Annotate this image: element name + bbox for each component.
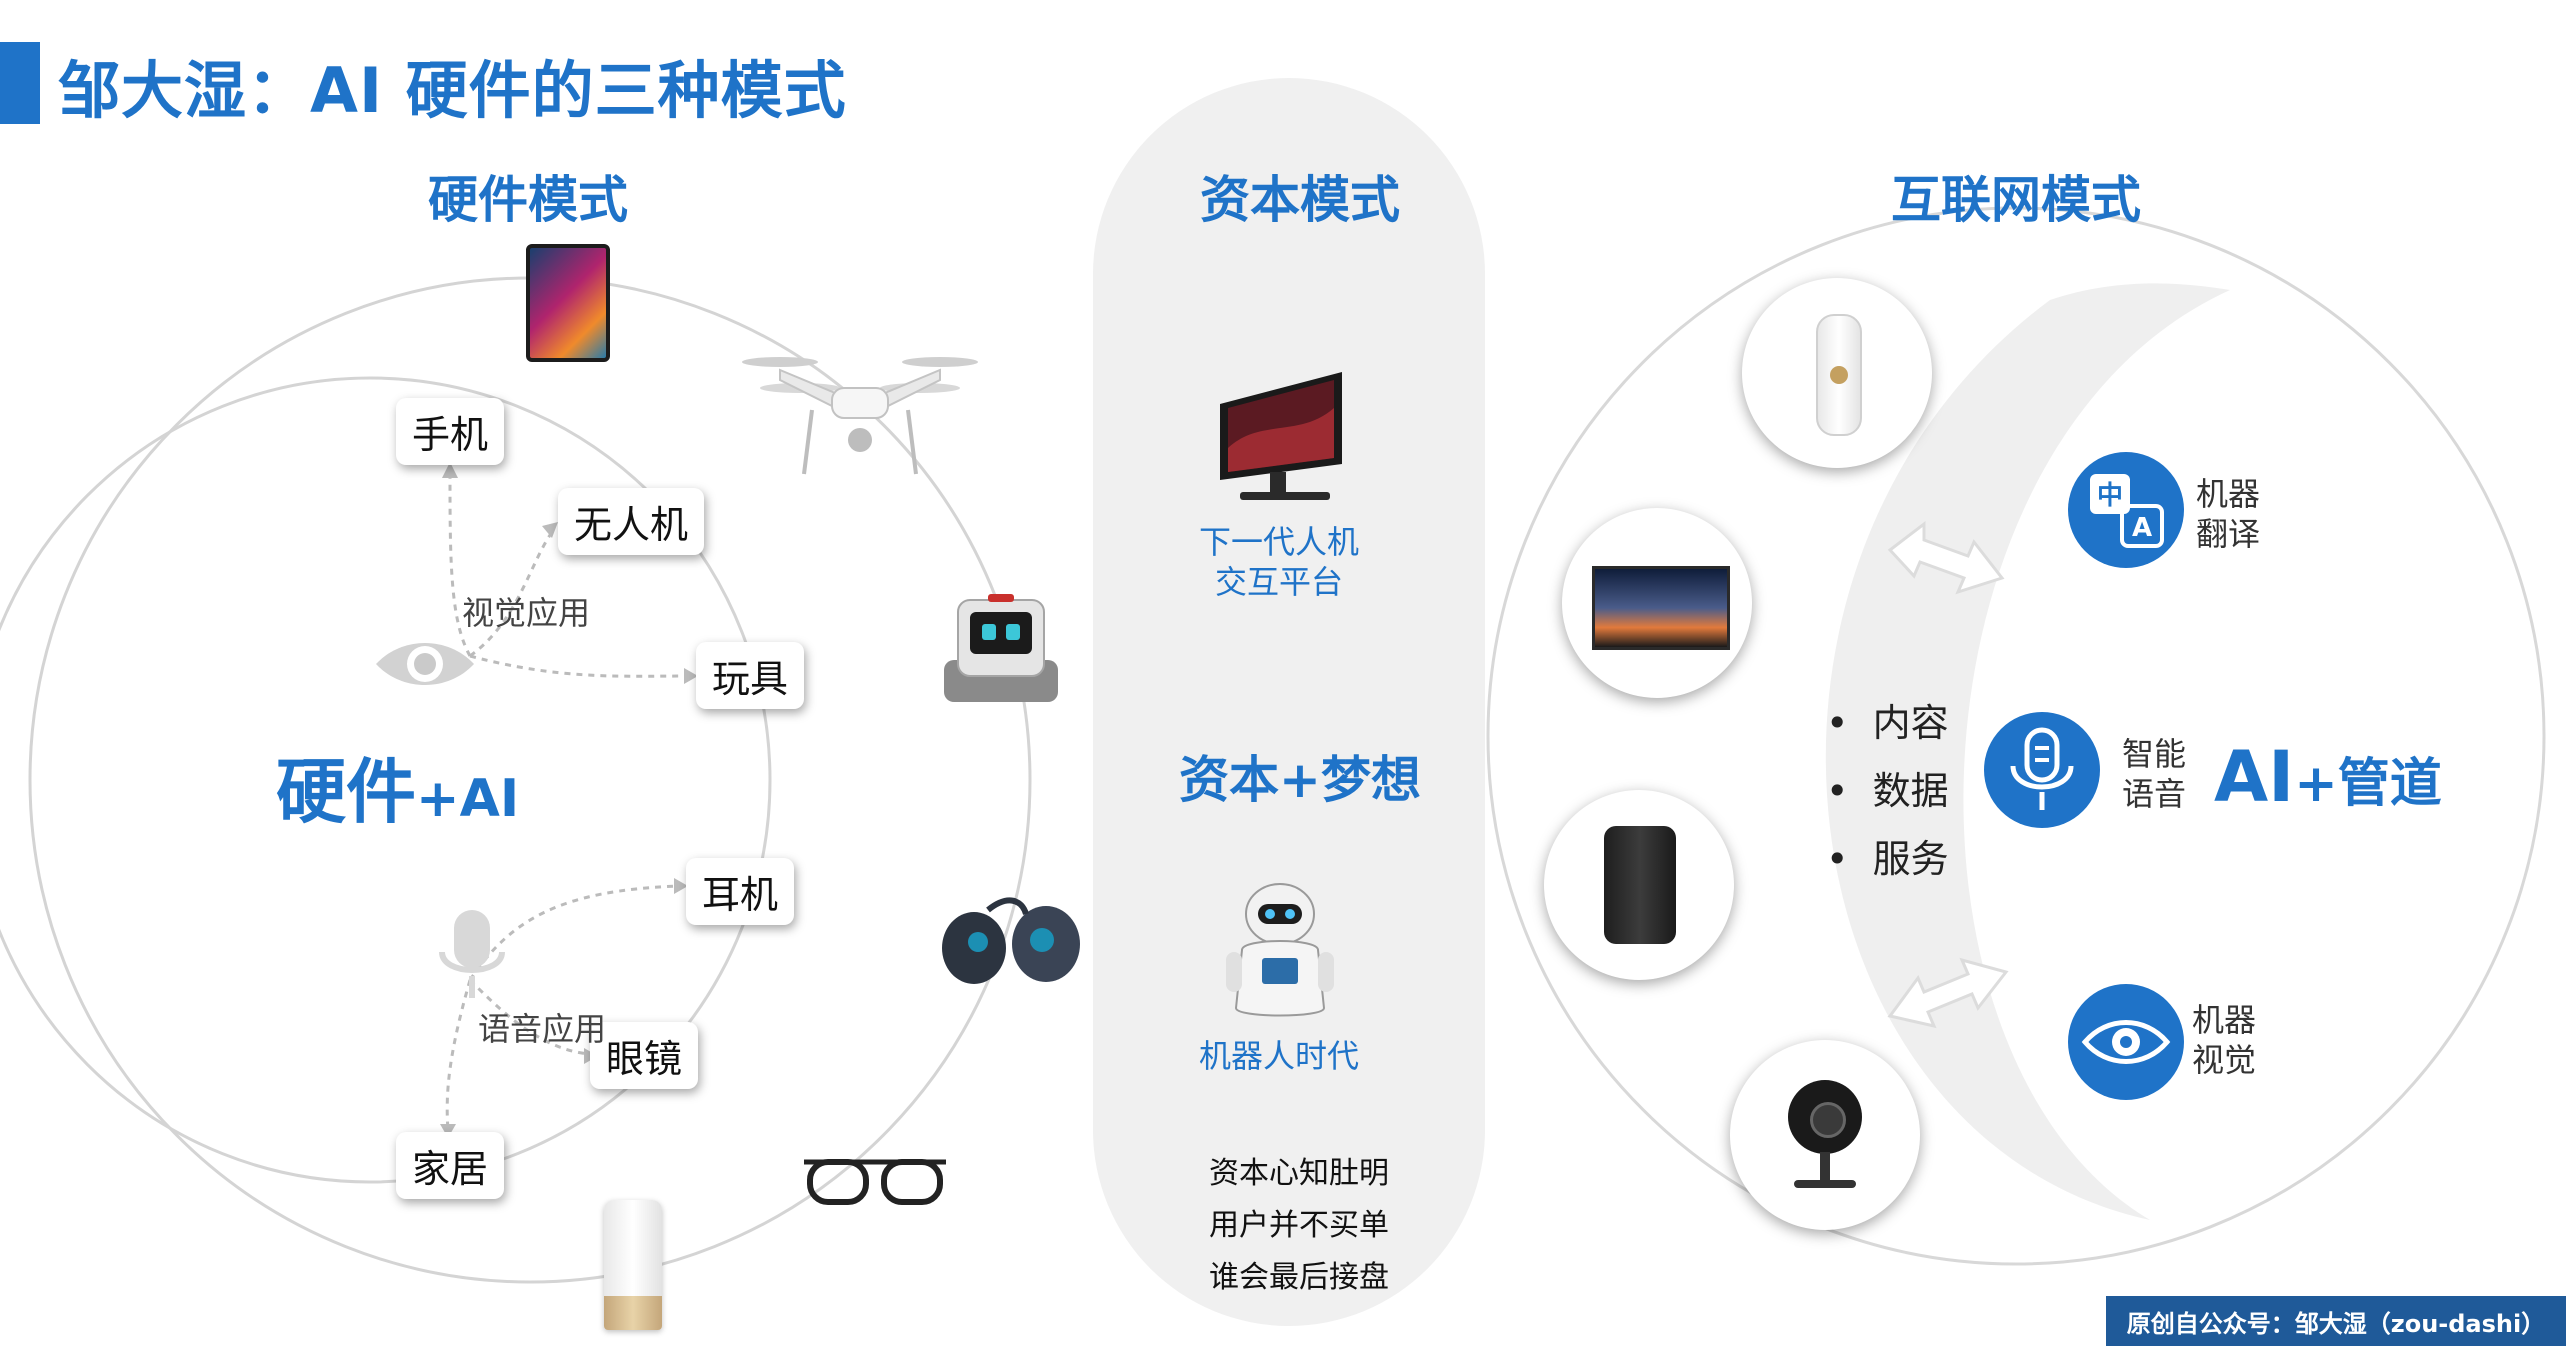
- device-circle-tv: [1562, 508, 1752, 698]
- smart-voice-line-2: 语音: [2122, 774, 2186, 814]
- capital-line-3: 谁会最后接盘: [1139, 1252, 1459, 1304]
- capital-mode-panel: [1093, 78, 1485, 1326]
- monitor-image: [1210, 368, 1352, 504]
- section-title-hardware: 硬件模式: [428, 160, 628, 232]
- hardware-ai-label: 硬件+AI: [276, 736, 519, 837]
- capital-line-2: 用户并不买单: [1139, 1200, 1459, 1252]
- machine-translation-label: 机器 翻译: [2196, 474, 2260, 554]
- vision-application-label: 视觉应用: [462, 588, 590, 634]
- tag-home: 家居: [396, 1132, 504, 1199]
- voice-application-label: 语音应用: [478, 1004, 606, 1050]
- phone-image: [526, 244, 610, 362]
- page-title: 邹大湿：AI 硬件的三种模式: [58, 40, 847, 130]
- tag-earphone: 耳机: [686, 858, 794, 925]
- microphone-icon: [1984, 712, 2100, 828]
- translate-icon: 中 A: [2068, 452, 2184, 568]
- machine-vision-label: 机器 视觉: [2192, 1000, 2256, 1080]
- eye-icon: [372, 636, 478, 692]
- interaction-platform-text: 下一代人机 交互平台: [1159, 522, 1399, 602]
- drone-image: [740, 340, 980, 480]
- capital-bottom-text: 资本心知肚明 用户并不买单 谁会最后接盘: [1139, 1148, 1459, 1304]
- svg-text:A: A: [2132, 513, 2152, 543]
- smart-voice-label: 智能 语音: [2122, 734, 2186, 814]
- robot-era-text: 机器人时代: [1159, 1036, 1399, 1076]
- bullet-data: • 数据: [1826, 760, 1949, 815]
- device-circle-wearable: [1742, 278, 1932, 468]
- device-circle-camera: [1730, 1040, 1920, 1230]
- section-title-capital: 资本模式: [1200, 160, 1400, 232]
- section-title-internet: 互联网模式: [1891, 160, 2141, 232]
- machine-vision-line-2: 视觉: [2192, 1040, 2256, 1080]
- tag-glasses: 眼镜: [590, 1022, 698, 1089]
- machine-vision-line-1: 机器: [2192, 1000, 2256, 1040]
- eye-icon: [2068, 984, 2184, 1100]
- bullet-content: • 内容: [1826, 692, 1949, 747]
- bullet-service: • 服务: [1826, 828, 1949, 883]
- machine-translation-line-1: 机器: [2196, 474, 2260, 514]
- robot-toy-image: [936, 590, 1066, 710]
- smart-voice-line-1: 智能: [2122, 734, 2186, 774]
- capital-dream-title: 资本+梦想: [1179, 740, 1421, 812]
- ai-pipeline-label: AI+管道: [2214, 736, 2442, 818]
- device-circle-speaker: [1544, 790, 1734, 980]
- machine-translation-line-2: 翻译: [2196, 514, 2260, 554]
- interaction-platform-line-2: 交互平台: [1159, 562, 1399, 602]
- earbuds-image: [938, 886, 1088, 996]
- robot-image: [1220, 880, 1340, 1020]
- capital-line-1: 资本心知肚明: [1139, 1148, 1459, 1200]
- tag-drone: 无人机: [558, 488, 704, 555]
- title-accent-bar: [0, 42, 40, 124]
- svg-text:中: 中: [2097, 481, 2123, 511]
- tag-phone: 手机: [396, 398, 504, 465]
- glasses-image: [800, 1148, 950, 1210]
- interaction-platform-line-1: 下一代人机: [1159, 522, 1399, 562]
- source-footer: 原创自公众号：邹大湿（zou-dashi）: [2106, 1296, 2566, 1346]
- microphone-icon: [432, 906, 512, 1006]
- tag-toy: 玩具: [696, 642, 804, 709]
- smart-home-device-image: [604, 1200, 662, 1330]
